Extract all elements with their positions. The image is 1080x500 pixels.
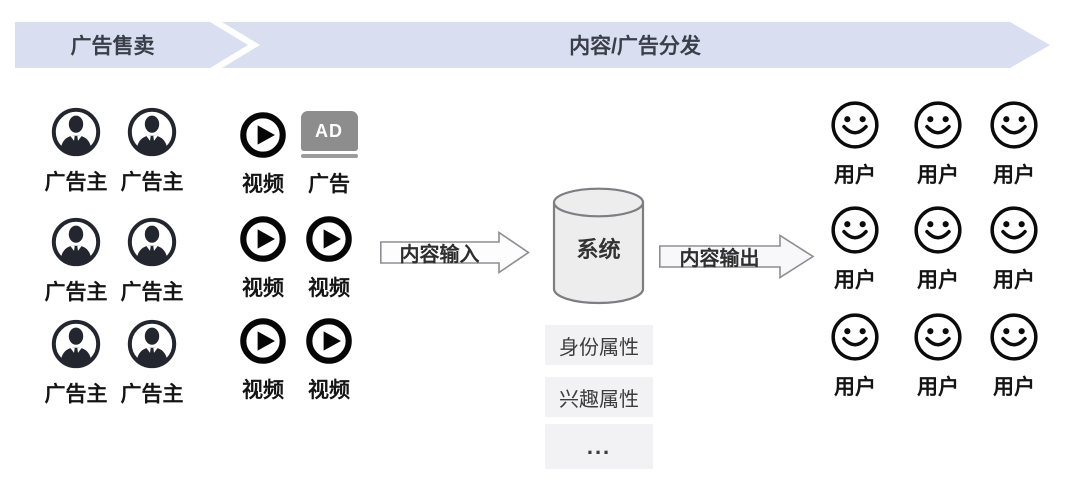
user-cell: 用户 <box>908 205 968 293</box>
advertiser-cell: 广告主 <box>40 216 112 305</box>
system-cylinder: 系统 <box>552 187 645 305</box>
block-arrow-shape <box>380 230 530 275</box>
advertiser-cell: 广告主 <box>116 106 188 195</box>
smiley-icon <box>913 205 963 255</box>
ad-sales-banner-label: 广告售卖 <box>70 35 155 58</box>
block-arrow-shape <box>659 234 815 279</box>
smiley-icon <box>830 205 880 255</box>
input-arrow-label: 内容输入 <box>399 244 480 266</box>
video-label: 视频 <box>308 277 350 300</box>
advertiser-cell: 广告主 <box>116 318 188 407</box>
video-cell: 视频 <box>229 318 297 403</box>
ad-label: 广告 <box>308 173 350 196</box>
smiley-icon <box>830 312 880 362</box>
attribute-box-ellipsis: ... <box>545 424 653 469</box>
play-icon <box>240 318 286 364</box>
user-label: 用户 <box>993 376 1035 399</box>
video-cell: 视频 <box>229 216 297 301</box>
play-icon <box>306 318 352 364</box>
stage-banner-ad-sales: 广告售卖 <box>15 22 248 68</box>
advertiser-label: 广告主 <box>120 281 184 304</box>
video-label: 视频 <box>308 379 350 402</box>
advertiser-label: 广告主 <box>44 383 108 406</box>
user-cell: 用户 <box>984 205 1044 293</box>
user-label: 用户 <box>917 164 959 187</box>
output-arrow-label: 内容输出 <box>679 248 760 270</box>
input-arrow: 内容输入 <box>380 230 530 275</box>
user-cell: 用户 <box>825 312 885 400</box>
advertiser-cell: 广告主 <box>40 106 112 195</box>
ad-cell: AD 广告 <box>295 111 363 197</box>
play-icon <box>240 112 286 158</box>
user-label: 用户 <box>834 164 876 187</box>
smiley-icon <box>830 100 880 150</box>
advertiser-cell: 广告主 <box>116 216 188 305</box>
video-label: 视频 <box>242 379 284 402</box>
businessman-icon <box>50 216 102 268</box>
businessman-icon <box>126 216 178 268</box>
ad-badge: AD <box>300 111 358 151</box>
cylinder-shape <box>552 187 645 305</box>
user-cell: 用户 <box>984 312 1044 400</box>
video-cell: 视频 <box>295 318 363 403</box>
user-label: 用户 <box>993 164 1035 187</box>
user-label: 用户 <box>917 269 959 292</box>
smiley-icon <box>989 100 1039 150</box>
play-icon <box>240 216 286 262</box>
smiley-icon <box>989 312 1039 362</box>
system-label: 系统 <box>576 237 621 262</box>
advertiser-label: 广告主 <box>120 383 184 406</box>
businessman-icon <box>126 106 178 158</box>
user-cell: 用户 <box>984 100 1044 188</box>
businessman-icon <box>126 318 178 370</box>
user-cell: 用户 <box>908 312 968 400</box>
user-cell: 用户 <box>825 205 885 293</box>
user-cell: 用户 <box>908 100 968 188</box>
user-label: 用户 <box>834 269 876 292</box>
user-label: 用户 <box>834 376 876 399</box>
smiley-icon <box>913 312 963 362</box>
attribute-box-identity: 身份属性 <box>545 325 653 365</box>
businessman-icon <box>50 318 102 370</box>
stage-banner-content-distribution: 内容/广告分发 <box>222 22 1050 68</box>
businessman-icon <box>50 106 102 158</box>
smiley-icon <box>913 100 963 150</box>
video-label: 视频 <box>242 173 284 196</box>
advertiser-label: 广告主 <box>120 171 184 194</box>
advertiser-label: 广告主 <box>44 281 108 304</box>
user-label: 用户 <box>917 376 959 399</box>
user-cell: 用户 <box>825 100 885 188</box>
content-distribution-banner-label: 内容/广告分发 <box>569 35 701 58</box>
smiley-icon <box>989 205 1039 255</box>
play-icon <box>306 216 352 262</box>
attribute-box-interest: 兴趣属性 <box>545 377 653 417</box>
video-cell: 视频 <box>295 216 363 301</box>
advertiser-cell: 广告主 <box>40 318 112 407</box>
user-label: 用户 <box>993 269 1035 292</box>
output-arrow: 内容输出 <box>659 233 815 280</box>
ad-icon: AD <box>300 111 358 158</box>
video-label: 视频 <box>242 277 284 300</box>
ad-base-line <box>300 154 358 158</box>
advertiser-label: 广告主 <box>44 171 108 194</box>
video-cell: 视频 <box>229 112 297 197</box>
